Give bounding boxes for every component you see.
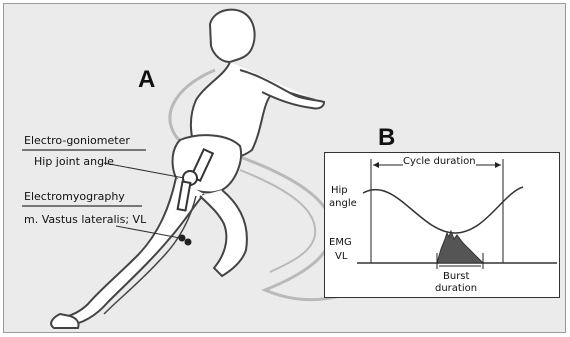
hip-angle-label-line2: angle	[329, 198, 357, 209]
ghost-leg-inner	[240, 170, 315, 272]
goniometer-heading: Electro-goniometer	[24, 134, 130, 147]
runner-back-leg	[200, 190, 247, 276]
cycle-arrow-right-head	[495, 162, 501, 168]
emg-burst	[437, 231, 483, 263]
emg-axis-label-line1: EMG	[329, 237, 352, 248]
runner-head	[210, 10, 255, 62]
panel-b-letter: B	[378, 124, 395, 152]
burst-label-line2: duration	[435, 283, 477, 294]
cycle-arrow-left-head	[373, 162, 379, 168]
hip-angle-label-line1: Hip	[331, 185, 348, 196]
goniometer-label: Hip joint angle	[34, 155, 114, 168]
emg-heading: Electromyography	[24, 190, 125, 203]
emg-axis-label-line2: VL	[335, 251, 347, 262]
burst-label-line1: Burst	[443, 271, 469, 282]
panel-a-letter: A	[138, 66, 155, 94]
cycle-duration-label: Cycle duration	[403, 156, 476, 167]
emg-label: m. Vastus lateralis; VL	[24, 213, 146, 226]
cycle-diagram: Cycle duration Hip angle EMG VL Burst du…	[324, 152, 560, 298]
hip-angle-curve	[363, 187, 523, 233]
emg-electrode	[185, 239, 192, 246]
